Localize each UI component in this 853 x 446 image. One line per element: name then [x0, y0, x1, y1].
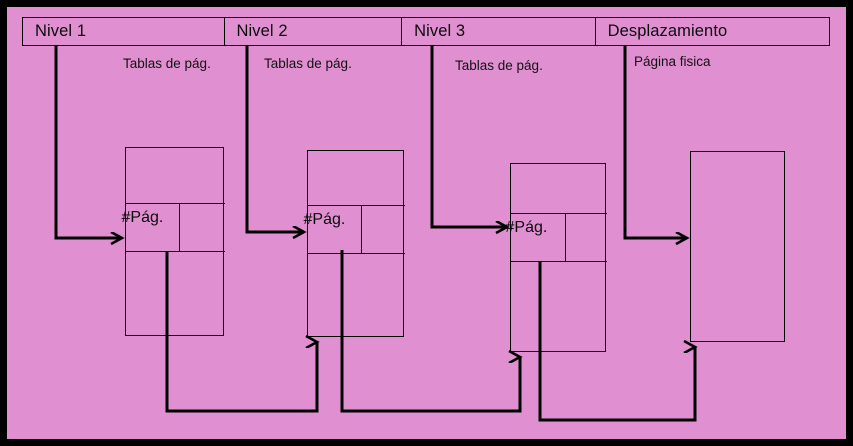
- caption-tablas-de-pag-3: Tablas de pág.: [455, 58, 543, 73]
- page-table-level-2-entry-row: #Pág.: [303, 205, 405, 254]
- connector-table3-to-physical-page: [538, 262, 695, 422]
- caption-tablas-de-pag-1: Tablas de pág.: [123, 56, 211, 71]
- page-table-level-1-entry-divider: [178, 204, 180, 251]
- physical-page-frame: [690, 151, 785, 342]
- connector-nivel2-to-table2: [245, 46, 304, 232]
- page-table-level-1-entry-label: #Pág.: [121, 209, 164, 226]
- page-table-level-1: #Pág.: [121, 147, 225, 336]
- page-table-level-2-entry-divider: [360, 206, 362, 253]
- header-field-nivel-1: Nivel 1: [23, 18, 225, 45]
- header-field-nivel-3-label: Nivel 3: [414, 22, 466, 40]
- virtual-address-header: Nivel 1 Nivel 2 Nivel 3 Desplazamiento: [22, 17, 830, 46]
- page-table-level-2-entry-label: #Pág.: [303, 211, 346, 228]
- page-table-level-3: #Pág.: [506, 163, 607, 352]
- page-table-level-1-entry-row: #Pág.: [121, 203, 225, 252]
- header-field-desplazamiento: Desplazamiento: [596, 18, 829, 45]
- caption-pagina-fisica: Página fisica: [634, 54, 711, 69]
- page-table-level-3-entry-divider: [564, 214, 566, 261]
- header-field-nivel-2-label: Nivel 2: [236, 22, 288, 40]
- header-field-nivel-3: Nivel 3: [402, 18, 596, 45]
- connector-table1-to-table2: [165, 251, 317, 413]
- connector-nivel1-to-table1: [54, 46, 122, 238]
- caption-tablas-de-pag-2: Tablas de pág.: [264, 56, 352, 71]
- page-table-level-3-entry-row: #Pág.: [506, 213, 607, 262]
- header-field-desplazamiento-label: Desplazamiento: [607, 22, 728, 40]
- connector-nivel3-to-table3: [430, 46, 507, 227]
- page-table-level-2: #Pág.: [303, 150, 405, 337]
- header-field-nivel-1-label: Nivel 1: [35, 22, 87, 40]
- connector-desplazamiento-to-physical-page: [623, 46, 687, 238]
- header-field-nivel-2: Nivel 2: [225, 18, 403, 45]
- connector-table2-to-table3: [340, 250, 520, 413]
- page-table-level-3-entry-label: #Pág.: [505, 219, 548, 236]
